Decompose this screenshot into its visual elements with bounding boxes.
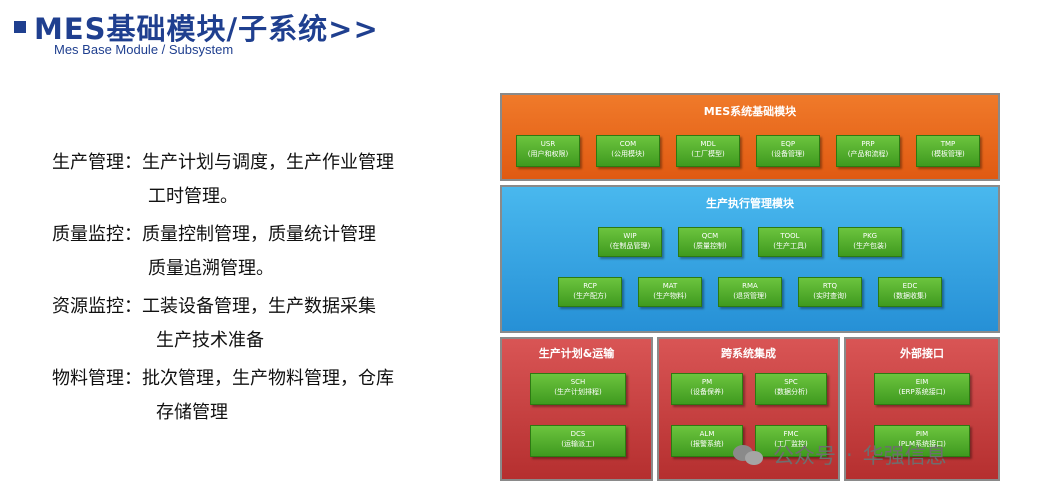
description-list: 生产管理： 生产计划与调度，生产作业管理 工时管理。 质量监控： 质量控制管理，… bbox=[52, 144, 492, 432]
module-fmc: FMC(工厂监控) bbox=[755, 425, 827, 457]
description-label: 资源监控： bbox=[52, 296, 142, 317]
execution-panel-title: 生产执行管理模块 bbox=[706, 197, 794, 210]
module-tmp: TMP(模板管理) bbox=[916, 135, 980, 167]
description-item: 资源监控： 工装设备管理，生产数据采集 生产技术准备 bbox=[52, 288, 492, 356]
external-interface-panel: 外部接口 EIM(ERP系统接口) PIM(PLM系统接口) bbox=[844, 337, 1000, 481]
description-continuation: 工时管理。 bbox=[148, 186, 238, 207]
module-sch: SCH(生产计划排程) bbox=[530, 373, 626, 405]
planning-panel-title: 生产计划&运输 bbox=[538, 347, 615, 360]
execution-module-panel: 生产执行管理模块 WIP(在制品管理) QCM(质量控制) TOOL(生产工具)… bbox=[500, 185, 1000, 333]
description-continuation: 质量追溯管理。 bbox=[148, 258, 274, 279]
external-panel-title: 外部接口 bbox=[900, 347, 944, 360]
module-mdl: MDL(工厂模型) bbox=[676, 135, 740, 167]
description-text: 生产计划与调度，生产作业管理 bbox=[142, 152, 394, 173]
module-mat: MAT(生产物料) bbox=[638, 277, 702, 307]
module-rtq: RTQ(实时查询) bbox=[798, 277, 862, 307]
module-edc: EDC(数据收集) bbox=[878, 277, 942, 307]
description-continuation: 生产技术准备 bbox=[156, 330, 264, 351]
module-pkg: PKG(生产包装) bbox=[838, 227, 902, 257]
module-com: COM(公用模块) bbox=[596, 135, 660, 167]
module-usr: USR(用户和权限) bbox=[516, 135, 580, 167]
title-square-icon bbox=[14, 21, 26, 33]
module-tool: TOOL(生产工具) bbox=[758, 227, 822, 257]
page-subtitle: Mes Base Module / Subsystem bbox=[54, 42, 234, 57]
description-continuation: 存储管理 bbox=[156, 402, 228, 423]
page-title: MES基础模块/子系统>> bbox=[14, 6, 379, 48]
module-spc: SPC(数据分析) bbox=[755, 373, 827, 405]
description-label: 质量监控： bbox=[52, 224, 142, 245]
module-qcm: QCM(质量控制) bbox=[678, 227, 742, 257]
description-text: 批次管理，生产物料管理，仓库 bbox=[142, 368, 394, 389]
description-item: 质量监控： 质量控制管理，质量统计管理 质量追溯管理。 bbox=[52, 216, 492, 284]
description-label: 物料管理： bbox=[52, 368, 142, 389]
watermark-right: 华强信息 bbox=[862, 444, 947, 468]
module-rcp: RCP(生产配方) bbox=[558, 277, 622, 307]
module-wip: WIP(在制品管理) bbox=[598, 227, 662, 257]
module-pim: PIM(PLM系统接口) bbox=[874, 425, 970, 457]
integration-panel-title: 跨系统集成 bbox=[721, 347, 776, 360]
module-pm: PM(设备保养) bbox=[671, 373, 743, 405]
module-prp: PRP(产品和流程) bbox=[836, 135, 900, 167]
title-text: MES基础模块/子系统>> bbox=[34, 12, 379, 46]
module-alm: ALM(报警系统) bbox=[671, 425, 743, 457]
base-module-panel: MES系统基础模块 USR(用户和权限) COM(公用模块) MDL(工厂模型)… bbox=[500, 93, 1000, 181]
module-dcs: DCS(运输派工) bbox=[530, 425, 626, 457]
description-label: 生产管理： bbox=[52, 152, 142, 173]
description-item: 生产管理： 生产计划与调度，生产作业管理 工时管理。 bbox=[52, 144, 492, 212]
description-text: 工装设备管理，生产数据采集 bbox=[142, 296, 376, 317]
watermark-left: 公众号 bbox=[773, 444, 836, 468]
description-text: 质量控制管理，质量统计管理 bbox=[142, 224, 376, 245]
description-item: 物料管理： 批次管理，生产物料管理，仓库 存储管理 bbox=[52, 360, 492, 428]
mes-architecture-diagram: MES系统基础模块 USR(用户和权限) COM(公用模块) MDL(工厂模型)… bbox=[500, 93, 1000, 483]
planning-panel: 生产计划&运输 SCH(生产计划排程) DCS(运输派工) bbox=[500, 337, 653, 481]
module-eqp: EQP(设备管理) bbox=[756, 135, 820, 167]
watermark: 公众号 · 华强信息 bbox=[733, 440, 947, 470]
module-eim: EIM(ERP系统接口) bbox=[874, 373, 970, 405]
wechat-icon bbox=[733, 443, 765, 467]
base-panel-title: MES系统基础模块 bbox=[703, 105, 797, 118]
watermark-separator: · bbox=[846, 443, 853, 467]
module-rma: RMA(退货管理) bbox=[718, 277, 782, 307]
